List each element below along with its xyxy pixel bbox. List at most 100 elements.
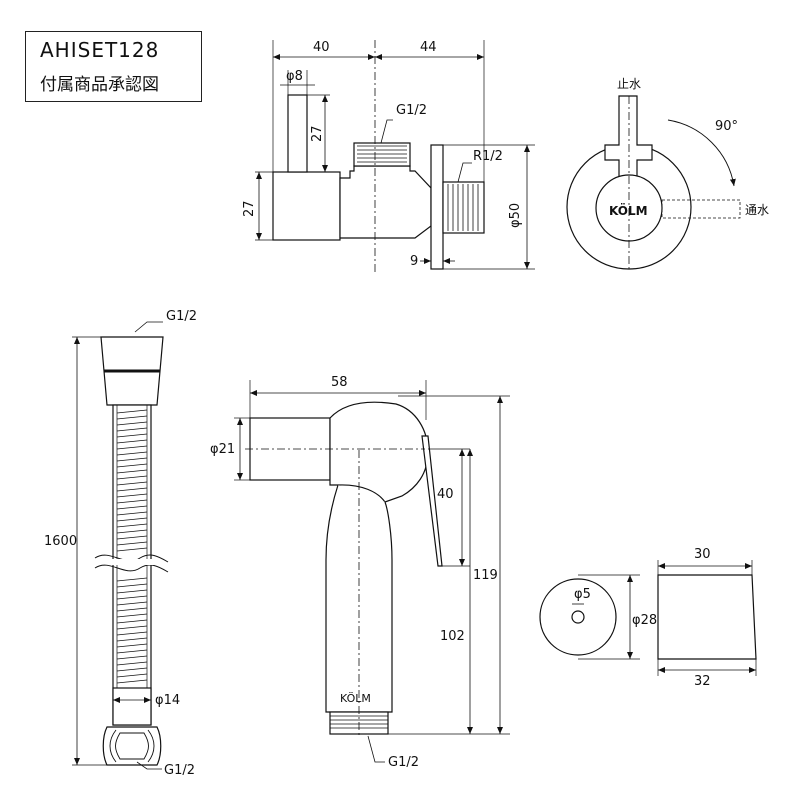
valve-body bbox=[339, 165, 432, 239]
hose-rib bbox=[116, 421, 148, 426]
hose-rib bbox=[116, 679, 148, 684]
label-holder-phi28: φ28 bbox=[632, 613, 657, 628]
sprayer-drawing bbox=[234, 380, 510, 763]
label-flow-water: 通水 bbox=[745, 203, 769, 217]
label-holder-phi5: φ5 bbox=[574, 587, 591, 602]
label-sprayer-g12: G1/2 bbox=[388, 755, 419, 770]
leader-hose-top bbox=[134, 321, 163, 333]
hose-rib bbox=[116, 595, 148, 600]
valve-handle-block bbox=[272, 171, 341, 241]
label-sprayer-102: 102 bbox=[440, 629, 465, 644]
label-valve-9: 9 bbox=[410, 254, 418, 269]
brand-logo-valve: KÖLM bbox=[609, 203, 648, 218]
hose-rib bbox=[116, 589, 148, 594]
label-sprayer-phi21: φ21 bbox=[210, 442, 235, 457]
hose-rib bbox=[116, 457, 148, 462]
holder-labels: φ5 φ28 30 32 bbox=[574, 547, 711, 689]
angle-valve-side-view bbox=[255, 40, 535, 272]
label-hose-1600: 1600 bbox=[44, 534, 77, 549]
label-valve-40: 40 bbox=[313, 40, 330, 55]
valve-flange bbox=[430, 144, 444, 270]
label-holder-32: 32 bbox=[694, 674, 711, 689]
hose-rib bbox=[116, 517, 148, 522]
hose-rib bbox=[116, 499, 148, 504]
valve-stem bbox=[287, 94, 308, 173]
hose-rib bbox=[116, 415, 148, 420]
hose-rib bbox=[116, 445, 148, 450]
hose-rib bbox=[116, 451, 148, 456]
label-sprayer-58: 58 bbox=[331, 375, 348, 390]
hose-rib bbox=[116, 625, 148, 630]
label-sprayer-40: 40 bbox=[437, 487, 454, 502]
model-number: AHISET128 bbox=[40, 38, 160, 62]
hose-rib bbox=[116, 529, 148, 534]
label-hose-g12-bottom: G1/2 bbox=[164, 763, 195, 778]
hose-rib bbox=[116, 463, 148, 468]
hose-rib bbox=[116, 547, 148, 552]
hose-rib bbox=[116, 409, 148, 414]
leader-hose-bottom bbox=[136, 761, 162, 770]
label-valve-stem-27: 27 bbox=[310, 125, 325, 142]
hose-rib bbox=[116, 601, 148, 606]
hose-rib bbox=[116, 523, 148, 528]
flow-position-outline bbox=[661, 199, 741, 219]
hose-rib bbox=[116, 613, 148, 618]
hose-rib bbox=[116, 487, 148, 492]
hose-rib bbox=[116, 481, 148, 486]
label-hose-phi14: φ14 bbox=[155, 693, 180, 708]
title-box: AHISET128 付属商品承認図 bbox=[25, 31, 202, 102]
hose-rib bbox=[116, 541, 148, 546]
sprayer-head bbox=[329, 401, 429, 503]
angle-valve-labels: 40 44 φ8 27 27 G1/2 R1/2 φ50 9 bbox=[242, 40, 523, 269]
label-valve-g12: G1/2 bbox=[396, 103, 427, 118]
hose-rib bbox=[116, 475, 148, 480]
hose-rib bbox=[116, 427, 148, 432]
hose-rib bbox=[116, 655, 148, 660]
valve-top-thread bbox=[353, 142, 411, 167]
hose-bottom-ferrule bbox=[112, 687, 152, 726]
hose-rib bbox=[116, 637, 148, 642]
hose-break-mark bbox=[94, 554, 169, 563]
leader-sprayer-g12 bbox=[367, 735, 385, 763]
hose-rib bbox=[116, 619, 148, 624]
holder-side-view bbox=[657, 574, 757, 660]
hose-rib bbox=[116, 583, 148, 588]
label-90-degree: 90° bbox=[715, 119, 738, 134]
sprayer-labels: 58 φ21 40 119 102 G1/2 KÖLM bbox=[210, 375, 498, 770]
label-valve-phi50: φ50 bbox=[508, 203, 523, 228]
drawing-title: 付属商品承認図 bbox=[40, 75, 159, 95]
holder-hole bbox=[571, 610, 585, 624]
angle-valve-front-labels: 止水 90° 通水 KÖLM bbox=[609, 77, 769, 218]
hose-rib bbox=[116, 631, 148, 636]
label-valve-phi8: φ8 bbox=[286, 69, 303, 84]
hose-rib bbox=[116, 673, 148, 678]
hose-rib bbox=[116, 469, 148, 474]
leader-g12-top bbox=[380, 119, 393, 144]
hose-rib bbox=[116, 649, 148, 654]
valve-right-thread bbox=[442, 181, 485, 234]
label-hose-g12-top: G1/2 bbox=[166, 309, 197, 324]
label-sprayer-119: 119 bbox=[473, 568, 498, 583]
holder-drawing bbox=[539, 560, 757, 676]
hose-rib bbox=[116, 433, 148, 438]
label-valve-r12: R1/2 bbox=[473, 149, 503, 164]
hose-rib bbox=[116, 667, 148, 672]
label-stop-water: 止水 bbox=[617, 77, 641, 91]
rotation-arc bbox=[667, 119, 736, 187]
hose-rib bbox=[116, 493, 148, 498]
hose-labels: G1/2 1600 φ14 G1/2 bbox=[44, 309, 197, 778]
label-valve-44: 44 bbox=[420, 40, 437, 55]
hose-rib bbox=[116, 505, 148, 510]
hose-rib bbox=[116, 577, 148, 582]
brand-logo-sprayer: KÖLM bbox=[340, 692, 371, 705]
leader-r12 bbox=[457, 162, 472, 183]
hose-drawing bbox=[72, 321, 169, 770]
hose-rib bbox=[116, 511, 148, 516]
angle-valve-front-view bbox=[566, 95, 741, 272]
hose-rib bbox=[116, 643, 148, 648]
label-holder-30: 30 bbox=[694, 547, 711, 562]
hose-ribs bbox=[116, 409, 148, 684]
label-valve-body-27: 27 bbox=[242, 200, 257, 217]
hose-rib bbox=[116, 661, 148, 666]
